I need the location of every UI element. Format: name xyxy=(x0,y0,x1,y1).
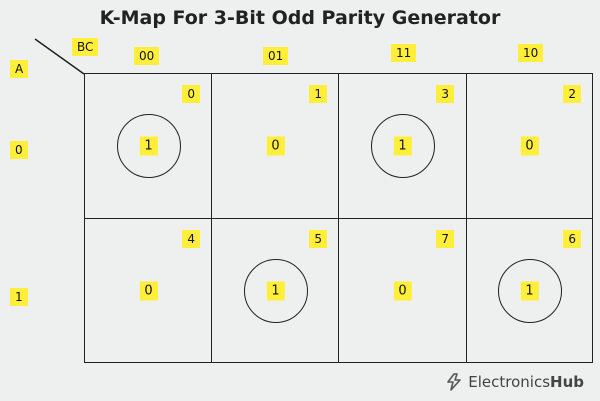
column-header: 11 xyxy=(391,44,417,62)
cell-value: 1 xyxy=(139,136,158,156)
brand-name-bold: Hub xyxy=(550,373,584,391)
brand-watermark: ElectronicsHub xyxy=(446,373,584,391)
cell-value: 0 xyxy=(520,136,539,156)
grid-divider xyxy=(85,218,592,219)
brand-name-light: Electronics xyxy=(468,373,551,391)
cell-index: 7 xyxy=(436,230,454,248)
grouping-circle xyxy=(370,114,435,178)
kmap-cell: 6 1 xyxy=(466,219,593,363)
kmap-cell: 0 1 xyxy=(85,74,212,218)
cell-index: 1 xyxy=(309,85,327,103)
cell-value: 1 xyxy=(520,281,539,301)
grouping-circle xyxy=(497,259,562,323)
kmap-cell: 1 0 xyxy=(212,74,339,218)
cell-index: 0 xyxy=(182,85,200,103)
cell-index: 6 xyxy=(563,230,581,248)
grouping-circle xyxy=(243,259,308,323)
row-header: 0 xyxy=(10,141,28,159)
cell-index: 3 xyxy=(436,85,454,103)
column-header: 01 xyxy=(263,47,289,65)
kmap-cell: 4 0 xyxy=(85,219,212,363)
row-header: 1 xyxy=(10,288,28,306)
row-variable-label: A xyxy=(10,60,29,78)
cell-value: 0 xyxy=(266,136,285,156)
electronics-hub-logo-icon xyxy=(447,373,462,391)
cell-value: 0 xyxy=(393,281,412,301)
cell-index: 4 xyxy=(182,230,200,248)
cell-index: 5 xyxy=(309,230,327,248)
page-title: K-Map For 3-Bit Odd Parity Generator xyxy=(99,7,501,29)
kmap-cell: 2 0 xyxy=(466,74,593,218)
column-header: 10 xyxy=(518,44,544,62)
cell-value: 1 xyxy=(266,281,285,301)
cell-value: 1 xyxy=(393,136,412,156)
cell-index: 2 xyxy=(563,85,581,103)
column-header: 00 xyxy=(134,47,160,65)
column-variable-label: BC xyxy=(72,38,99,56)
kmap-cell: 7 0 xyxy=(339,219,466,363)
kmap-grid: 0 1 1 0 3 1 2 0 4 0 5 1 7 0 6 1 xyxy=(84,73,593,363)
kmap-cell: 3 1 xyxy=(339,74,466,218)
grouping-circle xyxy=(116,114,181,178)
kmap-cell: 5 1 xyxy=(212,219,339,363)
cell-value: 0 xyxy=(139,281,158,301)
